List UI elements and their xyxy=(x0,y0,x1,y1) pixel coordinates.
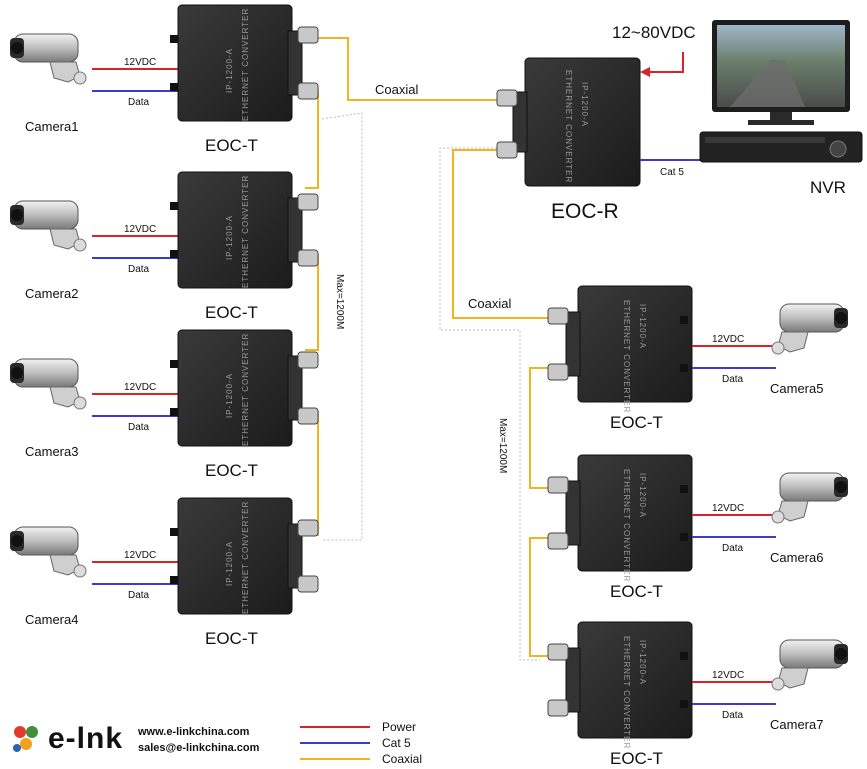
camera-label: Camera5 xyxy=(770,381,823,396)
nvr-box xyxy=(699,131,863,163)
coax-right-chain xyxy=(452,149,570,657)
coax-label: Coaxial xyxy=(375,82,418,97)
power-label: 12VDC xyxy=(712,503,744,514)
device-subtitle-label: ETHERNET CONVERTER xyxy=(622,469,631,582)
camera-icon xyxy=(10,526,87,578)
device-subtitle-label: ETHERNET CONVERTER xyxy=(241,8,250,121)
svg-text:ETHERNET CONVERTER: ETHERNET CONVERTER xyxy=(564,70,573,183)
device-model-label: IP-1200-A xyxy=(225,373,234,418)
camera-icon xyxy=(771,303,848,355)
left-unit: 12VDC Data IP-1200-A ETHERNET CONVERTER Came… xyxy=(10,497,319,648)
data-label: Data xyxy=(722,543,744,554)
power-label: 12VDC xyxy=(712,334,744,345)
left-unit: 12VDC Data IP-1200-A ETHERNET CONVERTER Came… xyxy=(10,171,319,322)
eoc-transmitter: IP-1200-A ETHERNET CONVERTER xyxy=(170,171,319,289)
eoc-transmitter: IP-1200-A ETHERNET CONVERTER xyxy=(547,285,693,413)
data-label: Data xyxy=(128,97,150,108)
svg-text:IP-1200-A: IP-1200-A xyxy=(580,82,589,127)
max-distance-label: Max=1200M xyxy=(334,274,345,329)
camera-icon xyxy=(771,639,848,691)
device-subtitle-label: ETHERNET CONVERTER xyxy=(241,333,250,446)
max-distance-label: Max=1200M xyxy=(497,418,508,473)
device-label: EOC-T xyxy=(205,303,258,322)
device-label: EOC-T xyxy=(205,461,258,480)
e-link-logo-icon xyxy=(13,726,38,752)
supply-arrow xyxy=(648,52,684,73)
nvr-label: NVR xyxy=(810,178,846,197)
camera-icon xyxy=(10,200,87,252)
legend-item-cat5: Cat 5 xyxy=(300,736,500,750)
receiver-device: IP-1200-A ETHERNET CONVERTER xyxy=(496,57,641,187)
right-unit: IP-1200-A ETHERNET CONVERTER 12VDC DataCame… xyxy=(547,285,848,432)
left-unit: 12VDC Data IP-1200-A ETHERNET CONVERTER Came… xyxy=(10,4,319,155)
left-unit: 12VDC Data IP-1200-A ETHERNET CONVERTER Came… xyxy=(10,329,319,480)
nvr-monitor xyxy=(712,20,850,125)
range-dotted-left xyxy=(321,112,363,541)
right-unit: IP-1200-A ETHERNET CONVERTER 12VDC DataCame… xyxy=(547,454,848,601)
camera-icon xyxy=(771,472,848,524)
device-label: EOC-T xyxy=(610,413,663,432)
device-label: EOC-T xyxy=(610,582,663,601)
data-label: Data xyxy=(128,422,150,433)
legend-item-coaxial: Coaxial xyxy=(300,752,500,766)
legend-item-power: Power xyxy=(300,720,500,734)
device-subtitle-label: ETHERNET CONVERTER xyxy=(622,636,631,749)
data-label: Data xyxy=(722,710,744,721)
camera-icon xyxy=(10,358,87,410)
eoc-transmitter: IP-1200-A ETHERNET CONVERTER xyxy=(170,497,319,615)
data-label: Data xyxy=(128,590,150,601)
brand-email: sales@e-linkchina.com xyxy=(138,742,260,754)
brand-website: www.e-linkchina.com xyxy=(138,726,250,738)
camera-icon xyxy=(10,33,87,85)
power-label: 12VDC xyxy=(124,550,156,561)
camera-label: Camera4 xyxy=(25,612,78,627)
device-model-label: IP-1200-A xyxy=(225,48,234,93)
eoc-transmitter: IP-1200-A ETHERNET CONVERTER xyxy=(547,454,693,582)
eoc-transmitter: IP-1200-A ETHERNET CONVERTER xyxy=(547,621,693,749)
camera-label: Camera7 xyxy=(770,717,823,732)
data-label: Data xyxy=(128,264,150,275)
device-label: EOC-T xyxy=(610,749,663,768)
camera-label: Camera3 xyxy=(25,444,78,459)
device-model-label: IP-1200-A xyxy=(225,215,234,260)
receiver-label: EOC-R xyxy=(551,200,619,223)
camera-label: Camera2 xyxy=(25,286,78,301)
device-label: EOC-T xyxy=(205,136,258,155)
device-model-label: IP-1200-A xyxy=(638,473,647,518)
nvr-link-label: Cat 5 xyxy=(660,167,684,178)
power-label: 12VDC xyxy=(124,382,156,393)
range-dotted-right xyxy=(439,147,540,661)
data-label: Data xyxy=(722,374,744,385)
device-model-label: IP-1200-A xyxy=(638,304,647,349)
power-label: 12VDC xyxy=(124,57,156,68)
device-subtitle-label: ETHERNET CONVERTER xyxy=(241,501,250,614)
device-model-label: IP-1200-A xyxy=(638,640,647,685)
right-unit: IP-1200-A ETHERNET CONVERTER 12VDC DataCame… xyxy=(547,621,848,768)
device-subtitle-label: ETHERNET CONVERTER xyxy=(622,300,631,413)
supply-label: 12~80VDC xyxy=(612,23,696,42)
legend: Power Cat 5 Coaxial xyxy=(300,718,500,768)
camera-label: Camera1 xyxy=(25,119,78,134)
device-model-label: IP-1200-A xyxy=(225,541,234,586)
power-label: 12VDC xyxy=(712,670,744,681)
eoc-transmitter: IP-1200-A ETHERNET CONVERTER xyxy=(170,329,319,447)
eoc-transmitter: IP-1200-A ETHERNET CONVERTER xyxy=(170,4,319,122)
device-label: EOC-T xyxy=(205,629,258,648)
brand-block: e-lnk www.e-linkchina.com sales@e-linkch… xyxy=(8,720,308,760)
camera-label: Camera6 xyxy=(770,550,823,565)
coax-label: Coaxial xyxy=(468,296,511,311)
brand-name: e-lnk xyxy=(48,722,124,755)
device-subtitle-label: ETHERNET CONVERTER xyxy=(241,175,250,288)
supply-arrowhead xyxy=(640,67,650,77)
power-label: 12VDC xyxy=(124,224,156,235)
